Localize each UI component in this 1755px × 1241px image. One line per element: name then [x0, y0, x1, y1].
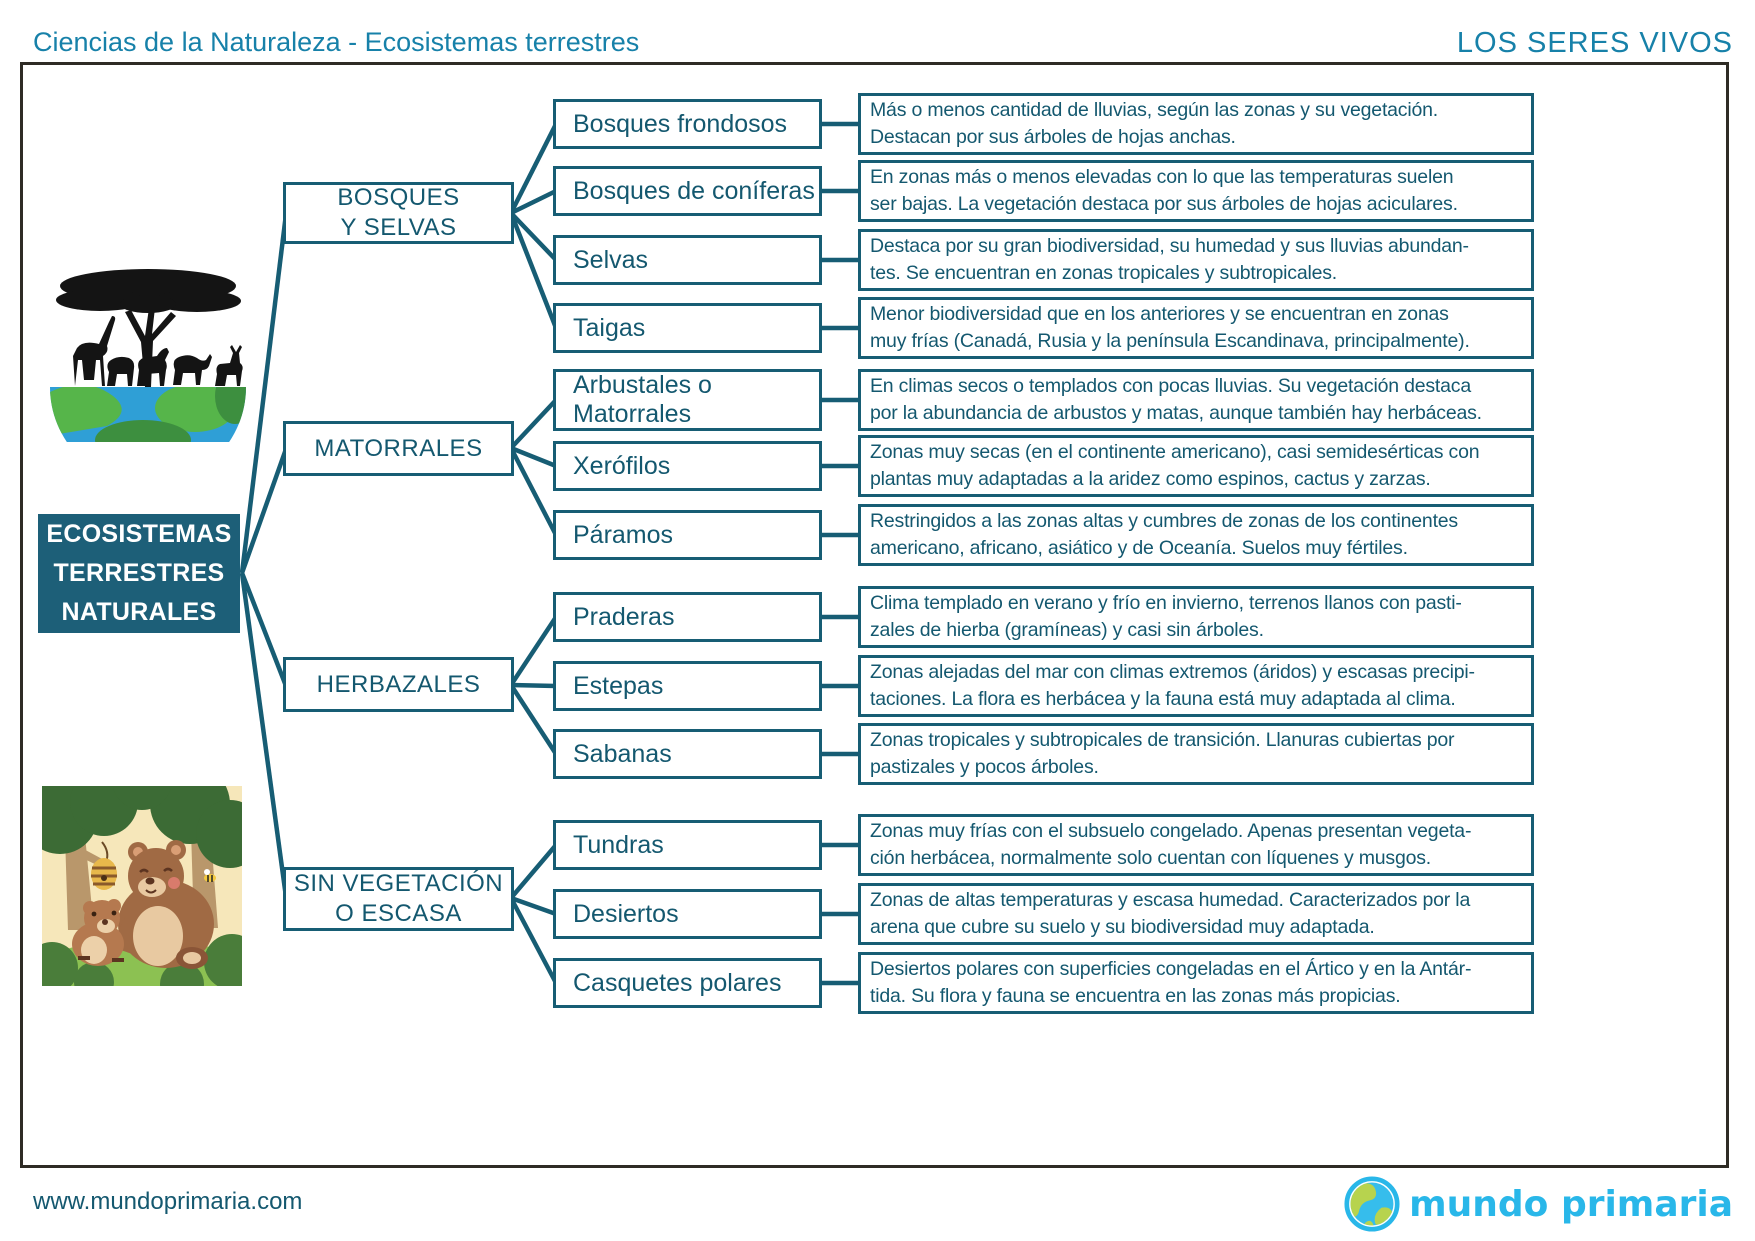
item-xerofilos: Xerófilos: [553, 441, 822, 491]
item-sabanas: Sabanas: [553, 729, 822, 779]
desc-selvas: Destaca por su gran biodiversidad, su hu…: [858, 229, 1534, 291]
bears-forest-illustration: [22, 750, 264, 1008]
page-title: Ciencias de la Naturaleza - Ecosistemas …: [33, 27, 640, 57]
item-selvas: Selvas: [553, 235, 822, 285]
item-arbustales: Arbustales o Matorrales: [553, 369, 822, 431]
desc-praderas: Clima templado en verano y frío en invie…: [858, 586, 1534, 648]
desc-casquetes-polares: Desiertos polares con superficies congel…: [858, 952, 1534, 1014]
desc-paramos: Restringidos a las zonas altas y cumbres…: [858, 504, 1534, 566]
desc-arbustales: En climas secos o templados con pocas ll…: [858, 369, 1534, 431]
desc-xerofilos: Zonas muy secas (en el continente americ…: [858, 435, 1534, 497]
category-matorrales: MATORRALES: [283, 421, 514, 476]
category-sin-vegetacion: SIN VEGETACIÓN O ESCASA: [283, 867, 514, 931]
category-herbazales: HERBAZALES: [283, 657, 514, 712]
footer-url: www.mundoprimaria.com: [33, 1188, 303, 1215]
item-estepas: Estepas: [553, 661, 822, 711]
category-bosques-y-selvas: BOSQUES Y SELVAS: [283, 182, 514, 244]
root-node-ecosistemas: ECOSISTEMAS TERRESTRES NATURALES: [38, 514, 240, 633]
item-bosques-coniferas: Bosques de coníferas: [553, 166, 822, 216]
desc-desiertos: Zonas de altas temperaturas y escasa hum…: [858, 883, 1534, 945]
desc-estepas: Zonas alejadas del mar con climas extrem…: [858, 655, 1534, 717]
desc-sabanas: Zonas tropicales y subtropicales de tran…: [858, 723, 1534, 785]
brand-name: mundo primaria: [1409, 1183, 1733, 1225]
item-paramos: Páramos: [553, 510, 822, 560]
item-desiertos: Desiertos: [553, 889, 822, 939]
item-bosques-frondosos: Bosques frondosos: [553, 99, 822, 149]
desc-bosques-frondosos: Más o menos cantidad de lluvias, según l…: [858, 93, 1534, 155]
savanna-globe-illustration: [45, 246, 251, 485]
desc-taigas: Menor biodiversidad que en los anteriore…: [858, 297, 1534, 359]
course-tag: LOS SERES VIVOS: [1456, 27, 1733, 59]
tree-animals-silhouette: [56, 269, 243, 387]
desc-bosques-coniferas: En zonas más o menos elevadas con lo que…: [858, 160, 1534, 222]
brand-logo: mundo primaria: [1344, 1176, 1733, 1232]
globe-icon: [1344, 1176, 1400, 1232]
item-praderas: Praderas: [553, 592, 822, 642]
item-tundras: Tundras: [553, 820, 822, 870]
item-casquetes-polares: Casquetes polares: [553, 958, 822, 1008]
desc-tundras: Zonas muy frías con el subsuelo congelad…: [858, 814, 1534, 876]
item-taigas: Taigas: [553, 303, 822, 353]
